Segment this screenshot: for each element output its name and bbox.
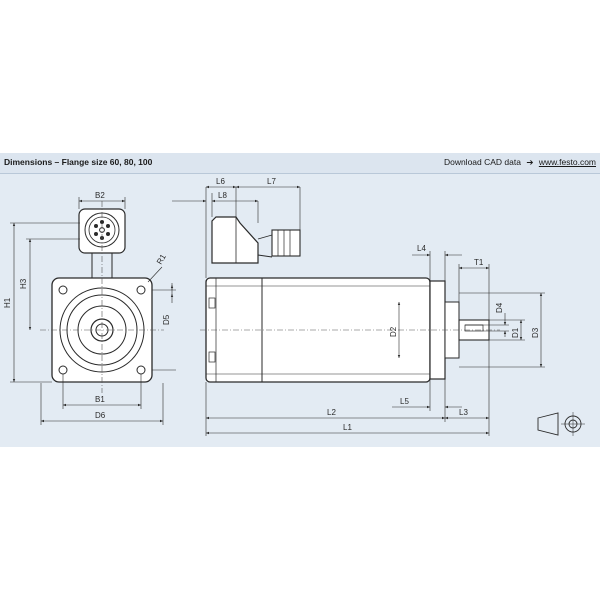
front-view — [10, 197, 176, 425]
dim-l4: L4 — [417, 244, 426, 253]
dim-l3: L3 — [459, 408, 468, 417]
dim-l5: L5 — [400, 397, 409, 406]
dim-d4: D4 — [495, 302, 504, 313]
dim-d6: D6 — [95, 411, 106, 420]
dim-l1: L1 — [343, 423, 352, 432]
projection-symbol — [537, 412, 585, 436]
dim-l7: L7 — [267, 177, 276, 186]
dim-t1: T1 — [474, 258, 484, 267]
dim-l2: L2 — [327, 408, 336, 417]
dim-r1: R1 — [155, 252, 168, 266]
cad-download: Download CAD data ➔ www.festo.com — [444, 157, 596, 168]
dim-h3: H3 — [19, 278, 28, 289]
dim-b2: B2 — [95, 191, 105, 200]
festo-link[interactable]: www.festo.com — [538, 157, 596, 167]
dim-d5: D5 — [162, 314, 171, 325]
side-view — [172, 185, 585, 436]
drawing-panel: Dimensions – Flange size 60, 80, 100 Dow… — [0, 153, 600, 447]
dim-d2: D2 — [389, 326, 398, 337]
arrow-right-icon: ➔ — [526, 157, 534, 167]
header-bar: Dimensions – Flange size 60, 80, 100 Dow… — [0, 153, 600, 174]
dim-h1: H1 — [3, 297, 12, 308]
dim-d1: D1 — [511, 327, 520, 338]
dimension-drawing: B2 H1 H3 R1 D5 B1 D6 — [3, 177, 585, 436]
side-view-labels: L6 L8 L7 L4 T1 D4 D2 D1 D3 L5 L3 L2 L1 — [216, 177, 540, 432]
dim-l6: L6 — [216, 177, 225, 186]
dim-b1: B1 — [95, 395, 105, 404]
cad-download-label: Download CAD data — [443, 157, 521, 167]
page-title: Dimensions – Flange size 60, 80, 100 — [4, 157, 153, 167]
dim-d3: D3 — [531, 327, 540, 338]
dim-l8: L8 — [218, 191, 227, 200]
